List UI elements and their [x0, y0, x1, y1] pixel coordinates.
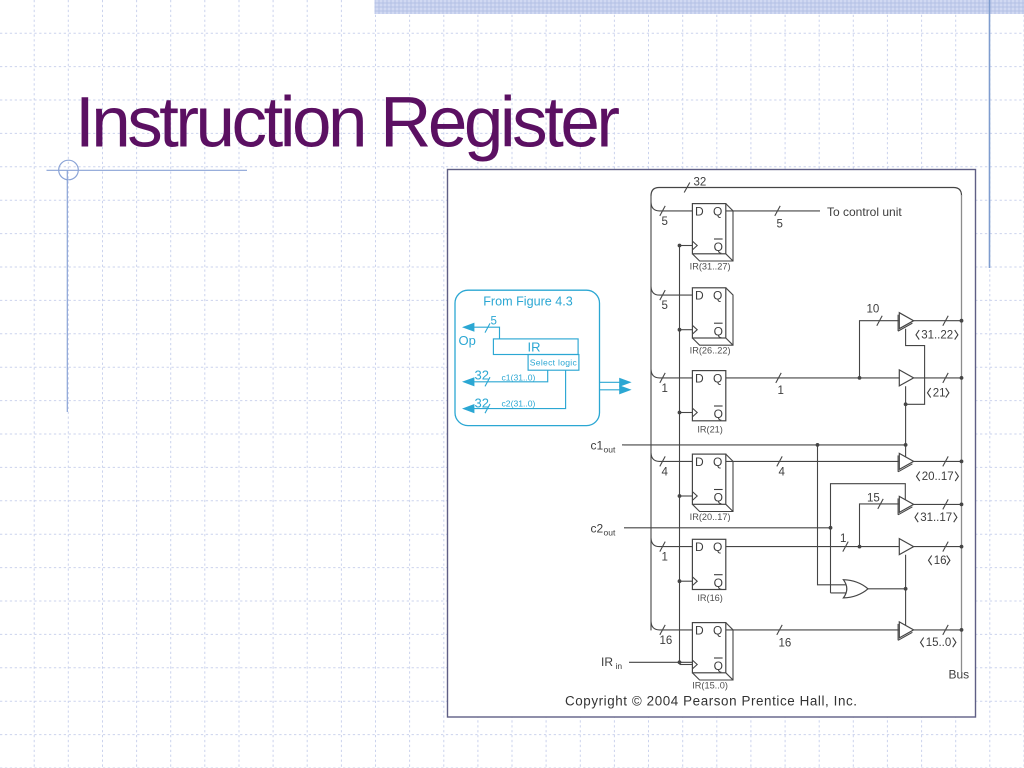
svg-text:IR(16): IR(16) [697, 593, 723, 603]
svg-text:20..17: 20..17 [922, 471, 954, 483]
svg-text:5: 5 [491, 316, 497, 328]
svg-text:c2(31..0): c2(31..0) [502, 398, 536, 408]
svg-text:in: in [616, 661, 623, 671]
svg-text:From Figure 4.3: From Figure 4.3 [483, 295, 573, 309]
svg-text:5: 5 [662, 216, 668, 228]
svg-text:32: 32 [694, 177, 707, 189]
svg-text:IR(20..17): IR(20..17) [690, 512, 731, 522]
svg-text:1: 1 [840, 533, 846, 545]
svg-text:16: 16 [660, 635, 673, 647]
svg-text:16: 16 [934, 555, 947, 567]
svg-text:IR: IR [601, 655, 613, 669]
svg-text:Bus: Bus [949, 668, 970, 682]
svg-text:D: D [695, 540, 704, 554]
svg-text:32: 32 [475, 368, 489, 383]
svg-text:1: 1 [662, 552, 668, 564]
svg-text:Instruction Register: Instruction Register [75, 83, 620, 162]
svg-text:Q: Q [713, 204, 722, 218]
svg-text:Q: Q [713, 455, 722, 469]
svg-text:16: 16 [779, 638, 792, 650]
svg-text:21: 21 [933, 388, 946, 400]
svg-text:Q: Q [713, 289, 722, 303]
svg-text:c2: c2 [591, 522, 604, 536]
svg-text:Q: Q [714, 407, 723, 421]
svg-text:IR: IR [528, 339, 541, 354]
svg-text:Copyright © 2004 Pearson Prent: Copyright © 2004 Pearson Prentice Hall, … [565, 694, 857, 709]
svg-text:D: D [695, 623, 704, 637]
svg-text:4: 4 [662, 466, 669, 478]
svg-text:IR(21): IR(21) [697, 424, 723, 434]
svg-text:D: D [695, 455, 704, 469]
svg-text:Op: Op [459, 333, 476, 348]
svg-text:out: out [604, 528, 616, 538]
svg-text:32: 32 [475, 396, 489, 411]
svg-text:IR(26..22): IR(26..22) [690, 346, 731, 356]
svg-text:Select logic: Select logic [530, 357, 578, 367]
svg-text:out: out [604, 445, 616, 455]
svg-text:Q: Q [713, 371, 722, 385]
svg-text:Q: Q [714, 324, 723, 338]
svg-text:31..22: 31..22 [921, 330, 953, 342]
svg-text:Q: Q [714, 240, 723, 254]
svg-text:15: 15 [867, 493, 880, 505]
svg-text:IR(31..27): IR(31..27) [690, 261, 731, 271]
svg-text:1: 1 [662, 383, 668, 395]
svg-text:5: 5 [777, 219, 783, 231]
svg-text:5: 5 [662, 300, 668, 312]
svg-text:Q: Q [714, 659, 723, 673]
svg-text:4: 4 [779, 467, 786, 479]
svg-text:D: D [695, 371, 704, 385]
svg-text:IR(15..0): IR(15..0) [692, 680, 728, 690]
svg-text:Q: Q [713, 623, 722, 637]
svg-text:c1: c1 [591, 439, 604, 453]
svg-text:Q: Q [714, 491, 723, 505]
svg-text:31..17: 31..17 [920, 512, 952, 524]
svg-text:10: 10 [867, 304, 880, 316]
svg-text:Q: Q [713, 540, 722, 554]
svg-text:To control unit: To control unit [827, 205, 902, 219]
svg-text:15..0: 15..0 [926, 637, 952, 649]
svg-text:D: D [695, 204, 704, 218]
svg-text:Q: Q [714, 576, 723, 590]
svg-text:D: D [695, 289, 704, 303]
svg-text:1: 1 [778, 385, 784, 397]
svg-text:c1(31..0): c1(31..0) [502, 372, 536, 382]
